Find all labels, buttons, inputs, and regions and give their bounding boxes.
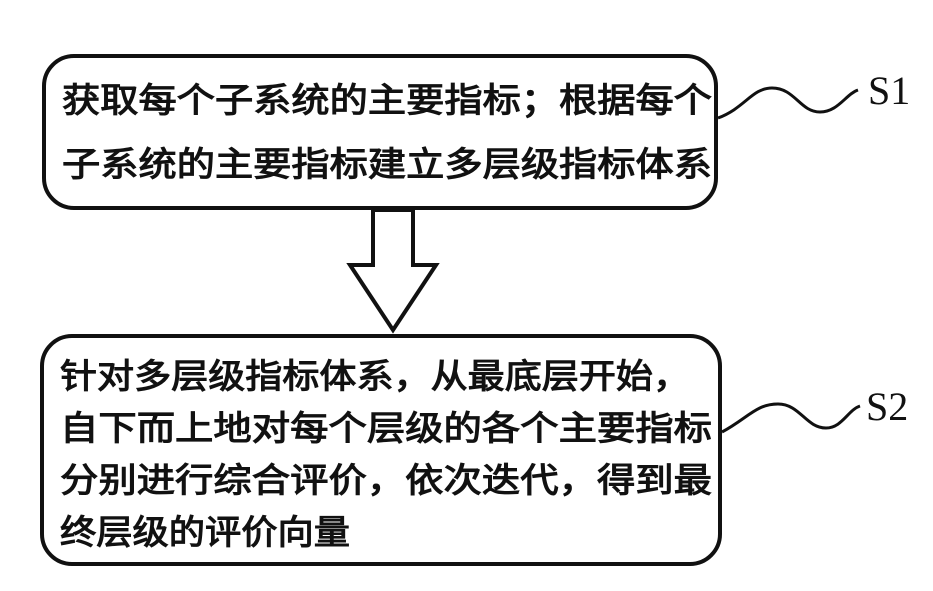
down-arrow — [350, 210, 436, 330]
step-s2: 针对多层级指标体系，从最底层开始， 自下而上地对每个层级的各个主要指标 分别进行… — [42, 336, 720, 564]
step-s2-line-3: 分别进行综合评价，依次迭代，得到最 — [60, 461, 712, 501]
step-s1: 获取每个子系统的主要指标；根据每个 子系统的主要指标建立多层级指标体系 — [44, 56, 716, 208]
step-s1-label: S1 — [868, 68, 910, 113]
step-s1-line-1: 获取每个子系统的主要指标；根据每个 — [62, 81, 712, 121]
step-s1-connector — [718, 88, 858, 118]
step-s2-line-2: 自下而上地对每个层级的各个主要指标 — [60, 409, 712, 449]
step-s2-line-1: 针对多层级指标体系，从最底层开始， — [60, 357, 690, 397]
step-s2-label: S2 — [866, 384, 908, 429]
step-s1-box — [44, 56, 716, 208]
step-s1-line-2: 子系统的主要指标建立多层级指标体系 — [62, 145, 712, 185]
step-s2-line-4: 终层级的评价向量 — [60, 513, 350, 553]
step-s2-connector — [722, 404, 860, 432]
